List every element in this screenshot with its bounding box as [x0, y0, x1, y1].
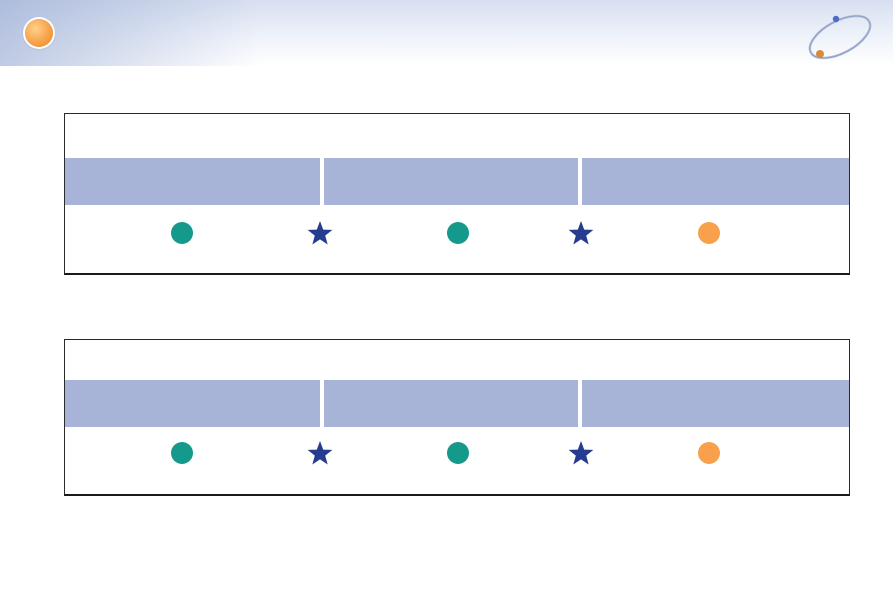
orbit-logo-icon	[808, 14, 872, 60]
orange-dot-icon	[698, 442, 720, 464]
teal-dot-icon	[171, 222, 193, 244]
band-cell	[324, 380, 578, 427]
teal-dot-icon	[447, 222, 469, 244]
star-icon	[568, 440, 594, 466]
panel-heading	[65, 340, 851, 380]
star-icon	[568, 220, 594, 246]
orange-circle-bullet-icon	[25, 19, 53, 47]
star-icon	[307, 440, 333, 466]
band-cell	[582, 380, 849, 427]
header-band	[0, 0, 893, 66]
band-divider	[320, 380, 324, 427]
teal-dot-icon	[447, 442, 469, 464]
teal-dot-icon	[171, 442, 193, 464]
band-divider	[578, 380, 582, 427]
band-cell	[582, 158, 849, 205]
band-cell	[65, 158, 320, 205]
band-divider	[578, 158, 582, 205]
category-band	[65, 380, 849, 427]
panel-heading	[65, 114, 851, 158]
band-divider	[320, 158, 324, 205]
panel-bottom	[64, 339, 850, 496]
band-cell	[65, 380, 320, 427]
panel-top	[64, 113, 850, 275]
orange-dot-icon	[698, 222, 720, 244]
band-cell	[324, 158, 578, 205]
star-icon	[307, 220, 333, 246]
category-band	[65, 158, 849, 205]
